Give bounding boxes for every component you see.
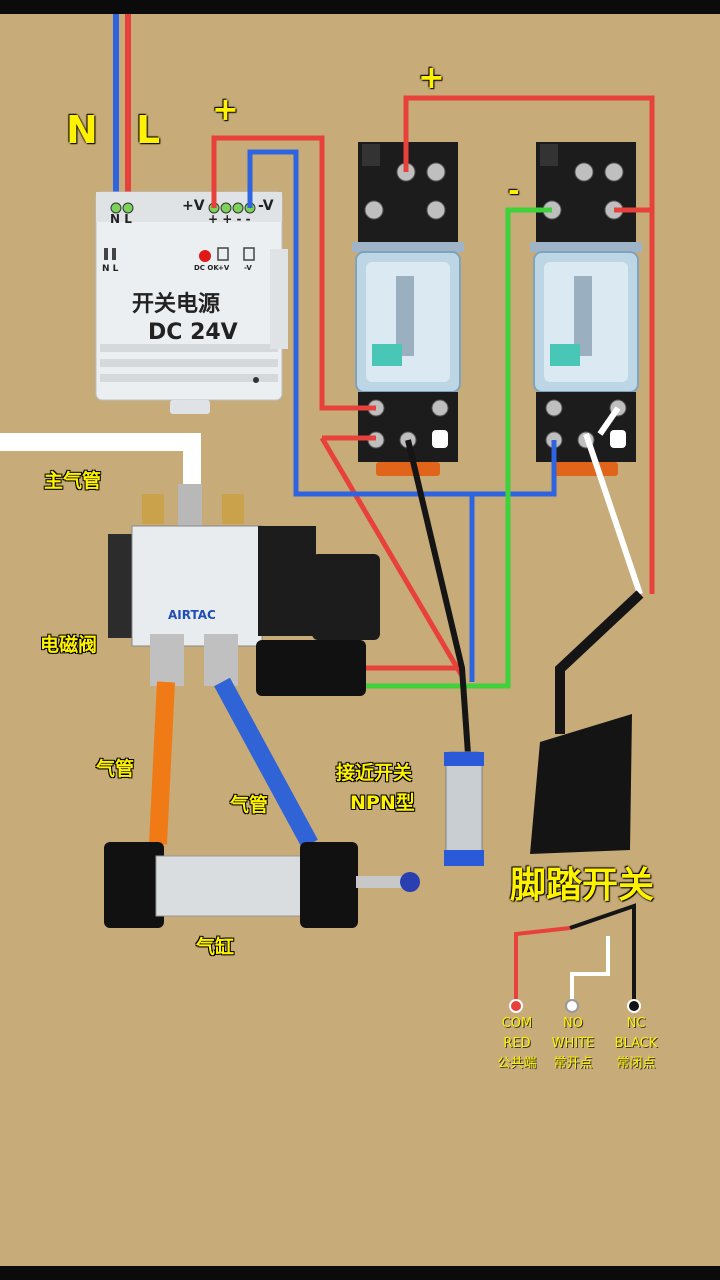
legend-nc-color: BLACK [614,1036,658,1051]
psu-plus-v: +V [182,198,205,214]
legend-no-color: WHITE [551,1036,595,1051]
label-cylinder: 气缸 [196,936,235,958]
wiring-diagram: N L + + - N L +V -V + + - - N L DC OK +V… [0,14,720,1266]
white-foot-wire [583,433,643,595]
green-wire-valve [278,207,552,689]
relay-1 [352,142,464,476]
label-neutral: N [66,108,98,152]
psu-model: DC 24V [148,320,238,345]
legend-com-desc: 公共端 [497,1056,537,1071]
main-air-pipe [0,433,201,494]
legend-nc: NC BLACK 常闭点 [610,1014,662,1074]
air-cylinder [104,842,420,928]
psu-pin-marks: + + - - [208,212,251,226]
minus-bus [247,149,557,497]
label-sensor-line2: NPN型 [350,792,415,814]
label-air-pipe-left: 气管 [96,758,135,780]
solenoid-valve [108,484,380,696]
psu-adj-left: +V [218,264,230,272]
label-plus-relay: + [418,58,445,96]
valve-brand: AIRTAC [168,608,216,622]
psu-dc-ok: DC OK [194,264,219,272]
black-sensor-wire [405,439,471,755]
orange-air-pipe [149,681,175,845]
label-main-air-pipe: 主气管 [44,470,102,492]
plus-top-bus [403,95,655,594]
relay-2 [530,142,642,476]
proximity-sensor [444,751,484,866]
power-supply [95,191,288,414]
psu-title: 开关电源 [132,292,221,317]
label-air-pipe-right: 气管 [230,794,269,816]
label-foot-switch: 脚踏开关 [510,865,655,906]
psu-adj-right: -V [244,264,252,272]
foot-switch-schematic [509,903,641,1013]
dc-ok-led [199,250,211,262]
top-black-bar [0,0,720,14]
legend-com-name: COM [501,1016,533,1031]
label-plus-psu: + [212,90,239,128]
label-live: L [136,108,161,152]
plus-wire-psu [211,135,376,411]
label-minus-relay: - [508,174,520,207]
legend-com-color: RED [503,1036,531,1051]
psu-input-pins: N L [110,212,132,226]
legend-no: NO WHITE 常开点 [546,1014,600,1074]
foot-switch-cable [555,590,644,734]
legend-nc-name: NC [626,1016,646,1031]
legend-no-desc: 常开点 [553,1056,593,1071]
legend-nc-desc: 常闭点 [616,1056,656,1071]
legend-no-name: NO [563,1016,583,1031]
label-solenoid-valve: 电磁阀 [40,634,98,656]
plus-wire-sensor [319,436,465,678]
diagram-svg [0,14,655,1013]
bottom-black-bar [0,1266,720,1280]
psu-bottom-pins: N L [102,264,119,274]
legend-com: COM RED 公共端 [492,1014,542,1074]
blue-air-pipe [214,677,318,849]
psu-minus-v: -V [258,198,274,214]
foot-pedal [530,714,632,854]
label-sensor-line1: 接近开关 [336,762,413,784]
